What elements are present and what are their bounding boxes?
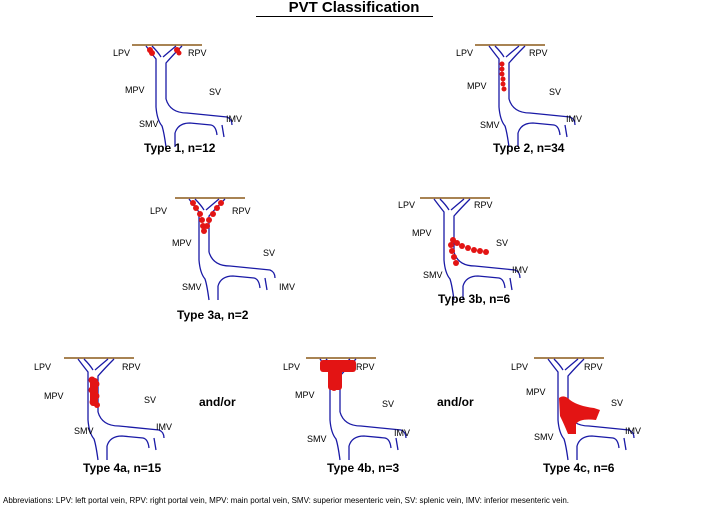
label-smv: SMV [480,120,500,130]
and-or-connector: and/or [437,395,474,409]
label-smv: SMV [139,119,159,129]
label-sv: SV [382,399,395,409]
vein-tree-diagram [419,197,521,301]
and-or-connector: and/or [199,395,236,409]
vein-tree-diagram [533,357,635,461]
panel-type-4c: LPV RPV MPV SV SMV IMV Type 4c, n=6 [504,350,654,500]
label-imv: IMV [279,282,296,292]
vein-tree-diagram [131,44,233,148]
label-rpv: RPV [188,48,207,58]
label-sv: SV [263,248,276,258]
label-lpv: LPV [150,206,168,216]
abbreviations-footnote: Abbreviations: LPV: left portal vein, RP… [3,496,570,505]
label-rpv: RPV [232,206,251,216]
label-imv: IMV [226,114,243,124]
panel-caption: Type 2, n=34 [493,141,565,155]
label-mpv: MPV [295,390,315,400]
label-lpv: LPV [456,48,474,58]
label-mpv: MPV [467,81,487,91]
panel-caption: Type 1, n=12 [144,141,216,155]
label-mpv: MPV [44,391,64,401]
label-lpv: LPV [283,362,301,372]
label-smv: SMV [307,434,327,444]
thrombus-marks [559,396,600,434]
label-smv: SMV [74,426,94,436]
label-lpv: LPV [34,362,52,372]
thrombus-marks [499,61,507,92]
label-imv: IMV [512,265,529,275]
panel-type-4b: LPV RPV MPV SV SMV IMV Type 4b, n=3 [276,350,426,500]
vein-tree-diagram [305,357,407,461]
thrombus-marks [190,200,224,234]
label-mpv: MPV [412,228,432,238]
thrombus-marks [320,360,356,391]
vein-tree-diagram [474,44,576,148]
thrombus-marks [88,376,100,408]
label-smv: SMV [534,432,554,442]
panel-type-4a: LPV RPV MPV SV SMV IMV Type 4a, n=15 [34,350,184,500]
label-rpv: RPV [529,48,548,58]
panel-type-3b: LPV RPV MPV SV SMV IMV Type 3b, n=6 [390,190,540,340]
thrombus-marks [448,237,489,266]
label-imv: IMV [566,114,583,124]
label-mpv: MPV [172,238,192,248]
panel-type-2: LPV RPV MPV SV SMV IMV Type 2, n=34 [445,37,595,187]
vein-tree-diagram [174,197,276,301]
label-sv: SV [611,398,624,408]
diagram-title: PVT Classification [288,0,420,16]
label-lpv: LPV [398,200,416,210]
label-mpv: MPV [125,85,145,95]
title-underline [256,16,433,17]
label-sv: SV [496,238,509,248]
label-smv: SMV [182,282,202,292]
label-rpv: RPV [584,362,603,372]
panel-caption: Type 4a, n=15 [83,461,162,475]
label-rpv: RPV [474,200,493,210]
vein-tree-diagram [63,357,165,461]
panel-caption: Type 4c, n=6 [543,461,615,475]
label-mpv: MPV [526,387,546,397]
label-sv: SV [549,87,562,97]
label-lpv: LPV [511,362,529,372]
panel-caption: Type 4b, n=3 [327,461,400,475]
panel-type-3a: LPV RPV MPV SV SMV IMV Type 3a, n=2 [145,190,295,340]
panel-caption: Type 3b, n=6 [438,292,511,306]
label-sv: SV [144,395,157,405]
label-imv: IMV [394,428,411,438]
label-smv: SMV [423,270,443,280]
label-sv: SV [209,87,222,97]
label-lpv: LPV [113,48,131,58]
label-rpv: RPV [356,362,375,372]
label-rpv: RPV [122,362,141,372]
thrombus-marks [147,47,182,56]
label-imv: IMV [156,422,173,432]
label-imv: IMV [625,426,642,436]
panel-type-1: LPV RPV MPV SV SMV IMV Type 1, n=12 [102,37,252,187]
panel-caption: Type 3a, n=2 [177,308,249,322]
